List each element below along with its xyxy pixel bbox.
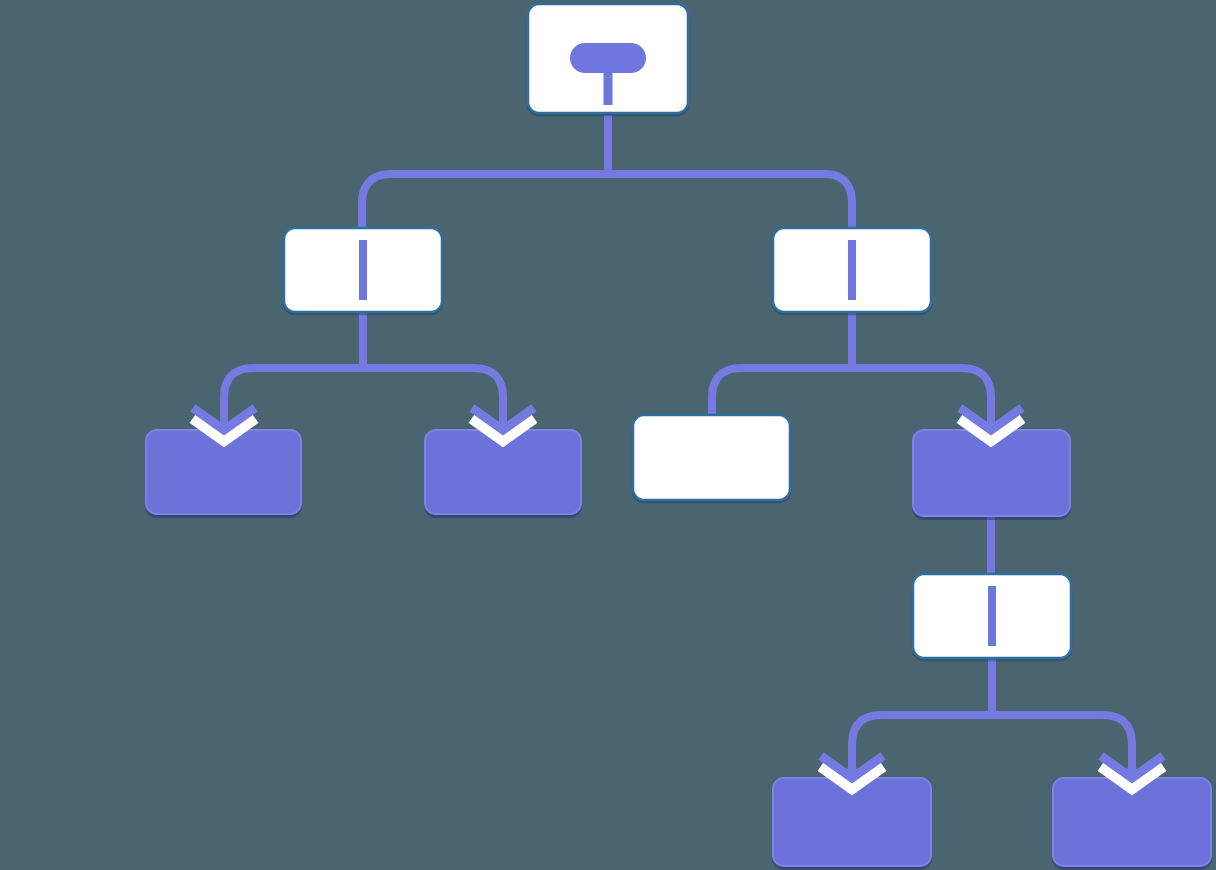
edges-layer	[220, 115, 1136, 776]
start-pill-icon	[570, 43, 646, 73]
edge-right-branch[interactable]	[708, 364, 995, 428]
edge-top-branch[interactable]	[358, 170, 856, 228]
flow-node-empty-white[interactable]	[631, 413, 792, 502]
flow-node-root[interactable]	[526, 2, 690, 115]
arrowhead-chevron-icon	[956, 404, 1026, 448]
arrowhead-chevron-icon	[189, 404, 259, 448]
arrowhead-chevron-icon	[468, 404, 538, 448]
arrowhead-chevron-icon	[817, 752, 887, 796]
divider-bar-icon	[988, 586, 996, 646]
markers-layer	[189, 404, 1167, 796]
node-box	[631, 413, 792, 502]
nodes-layer	[145, 2, 1212, 867]
flow-node-branch-left[interactable]	[282, 226, 444, 314]
divider-bar-icon	[359, 240, 367, 300]
edge-lower-branch[interactable]	[848, 711, 1136, 776]
start-stem-icon	[603, 73, 613, 105]
flow-node-branch-lower[interactable]	[911, 572, 1073, 660]
flow-node-branch-right[interactable]	[771, 226, 933, 314]
arrowhead-chevron-icon	[1097, 752, 1167, 796]
divider-bar-icon	[848, 240, 856, 300]
edge-left-branch[interactable]	[220, 364, 507, 428]
